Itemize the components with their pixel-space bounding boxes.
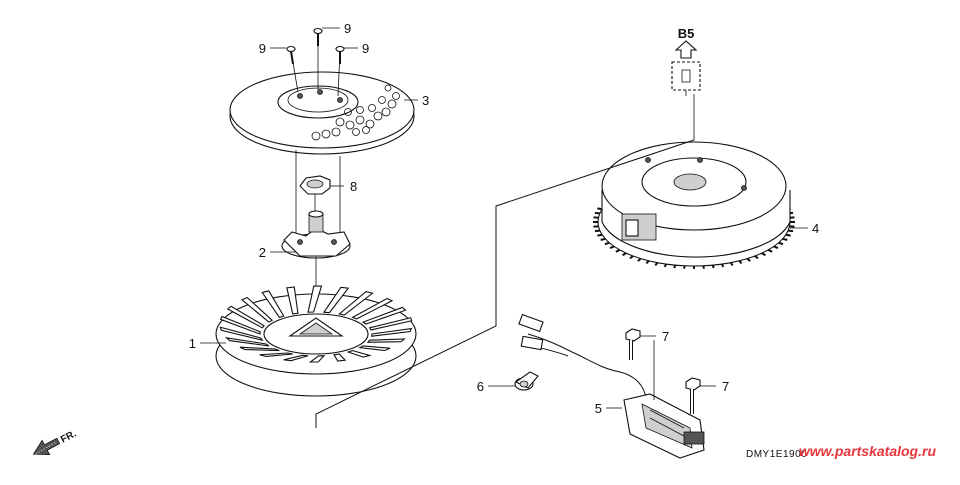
gear-tooth — [605, 243, 609, 244]
front-direction: FR. — [30, 425, 79, 461]
ignition-coil — [519, 315, 704, 458]
reference-label: B5 — [678, 26, 695, 41]
direction-arrow-icon — [30, 434, 62, 461]
callout-7-lower: 7 — [722, 379, 729, 394]
gear-tooth — [783, 239, 788, 240]
callout-1: 1 — [189, 336, 196, 351]
direction-label: FR. — [59, 428, 79, 445]
callout-7-upper: 7 — [662, 329, 669, 344]
gear-tooth — [597, 208, 602, 209]
gear-tooth — [601, 239, 606, 240]
gear-tooth — [779, 243, 783, 244]
gear-tooth — [597, 235, 602, 236]
bolt-7-upper — [626, 329, 640, 360]
callout-9-right: 9 — [362, 41, 369, 56]
callout-8: 8 — [350, 179, 357, 194]
callout-9-top: 9 — [344, 21, 351, 36]
callout-3: 3 — [422, 93, 429, 108]
bolt-7-lower — [686, 378, 700, 414]
callout-5: 5 — [595, 401, 602, 416]
flywheel — [593, 94, 795, 269]
gear-tooth — [788, 231, 793, 232]
callout-4: 4 — [812, 221, 819, 236]
watermark: www.partskatalog.ru — [799, 443, 937, 459]
up-arrow-icon — [676, 41, 696, 58]
gear-tooth — [595, 231, 600, 232]
callout-6: 6 — [477, 379, 484, 394]
gear-tooth — [595, 213, 600, 214]
wire-clamp — [515, 372, 538, 390]
reference-b5: B5 — [672, 26, 700, 96]
callout-2: 2 — [259, 245, 266, 260]
gear-tooth — [786, 235, 791, 236]
cover-plate — [230, 72, 414, 154]
flywheel-nut — [300, 176, 330, 214]
callout-9-left: 9 — [259, 41, 266, 56]
